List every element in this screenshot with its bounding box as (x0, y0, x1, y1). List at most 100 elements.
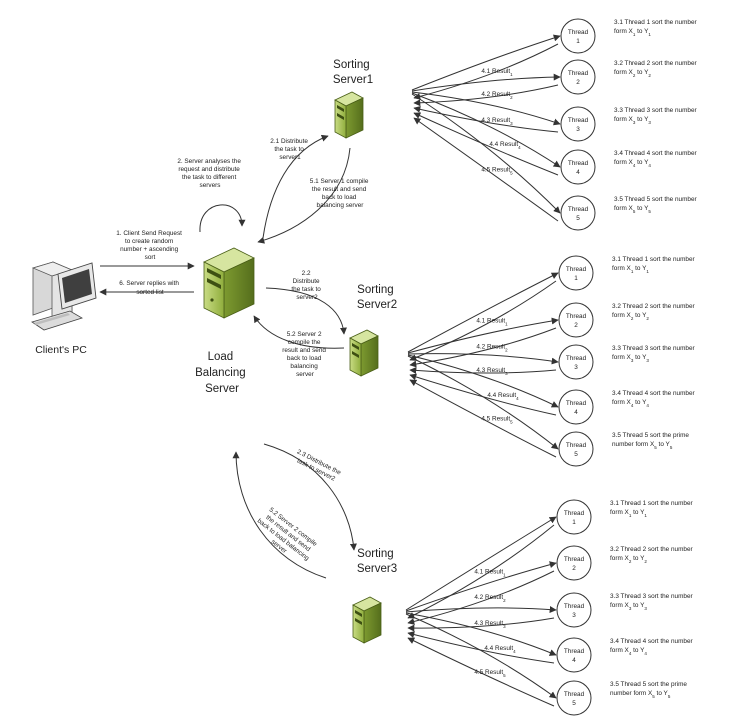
dispatch-arrow (405, 613, 557, 699)
compile-server3-label: 5.2 Server 2 compile the result and send… (251, 505, 322, 570)
result-label: 4.2 Result2 (476, 344, 508, 353)
thread-number: 4 (576, 169, 580, 176)
result-arrow (407, 524, 555, 619)
sorting-server1-icon (334, 91, 364, 139)
thread-title: Thread (568, 117, 589, 124)
thread-number: 2 (576, 79, 580, 86)
thread-title: Thread (568, 160, 589, 167)
thread-title: Thread (564, 648, 585, 655)
thread-title: Thread (566, 266, 587, 273)
thread-number: 2 (572, 565, 576, 572)
step1-label: 1. Client Send Request to create random … (116, 230, 184, 261)
thread-node: Thread 1 (556, 499, 592, 535)
result-arrow (409, 280, 557, 361)
distribute-server2-arrow (265, 287, 347, 335)
distribute-server3-label: 2.3 Distribute the task to server2 (292, 448, 343, 484)
distribute-server1-arrow (262, 134, 329, 239)
client-pc-label: Client's PC (35, 344, 87, 356)
dispatch-arrow (405, 612, 557, 656)
client-pc-icon (31, 261, 97, 331)
sorting-server1-label: Sorting Server1 (333, 59, 373, 86)
thread-circle (558, 344, 594, 380)
thread-node: Thread 4 (560, 149, 596, 185)
dispatch-arrow (411, 91, 561, 126)
thread-number: 3 (574, 364, 578, 371)
dispatch-arrow (411, 93, 561, 214)
thread-circle (556, 499, 592, 535)
dispatch-arrow (407, 354, 559, 408)
thread-circle (556, 592, 592, 628)
result-label: 4.1 Result1 (481, 68, 513, 77)
result-label: 4.3 Result3 (474, 620, 506, 629)
result-arrow (407, 570, 555, 625)
distribute-server1-label: 2.1 Distribute the task to server1 (270, 138, 309, 161)
thread-number: 3 (572, 612, 576, 619)
thread-number: 1 (576, 38, 580, 45)
thread-node: Thread 3 (558, 344, 594, 380)
thread-circle (558, 302, 594, 338)
thread-number: 5 (572, 700, 576, 707)
result-label: 4.4 Result4 (484, 645, 516, 654)
dispatch-arrow (407, 355, 559, 450)
dispatch-arrow (411, 34, 561, 91)
compile-server3-arrow (232, 451, 327, 579)
result-arrow (413, 84, 559, 107)
result-arrow (409, 366, 557, 374)
thread-node: Thread 1 (560, 18, 596, 54)
result-arrow (409, 373, 557, 416)
thread-node: Thread 3 (560, 106, 596, 142)
thread-title: Thread (566, 313, 587, 320)
thread-title: Thread (566, 442, 587, 449)
thread-node: Thread 1 (558, 255, 594, 291)
sorting-server3-label: Sorting Server3 (357, 548, 397, 575)
dispatch-arrow (411, 92, 561, 168)
thread-title: Thread (564, 603, 585, 610)
thread-title: Thread (568, 29, 589, 36)
thread-circle (558, 255, 594, 291)
result-arrow (407, 631, 555, 664)
step6-label: 6. Server replies with sorted list (119, 280, 180, 296)
thread-number: 3 (576, 126, 580, 133)
thread-title: Thread (568, 70, 589, 77)
dispatch-arrow (407, 317, 559, 354)
thread-title: Thread (568, 206, 589, 213)
thread-title: Thread (566, 355, 587, 362)
thread-title: Thread (564, 691, 585, 698)
result-arrow (409, 379, 557, 458)
result-arrow (413, 117, 559, 222)
thread-circle (556, 545, 592, 581)
thread-circle (558, 389, 594, 425)
thread-number: 1 (574, 275, 578, 282)
thread-title: Thread (564, 510, 585, 517)
result-label: 4.5 Result5 (481, 416, 513, 425)
thread-node: Thread 2 (560, 59, 596, 95)
thread-circle (560, 18, 596, 54)
result-label: 4.4 Result4 (487, 392, 519, 401)
thread-node: Thread 5 (556, 680, 592, 716)
sorting-server3-icon (352, 596, 382, 644)
thread-title: Thread (564, 556, 585, 563)
result-arrow (409, 327, 557, 368)
dispatch-arrow (405, 561, 557, 612)
result-label: 4.2 Result2 (481, 91, 513, 100)
result-arrow (413, 112, 559, 176)
result-label: 4.5 Result5 (481, 167, 513, 176)
sorting-server2-label: Sorting Server2 (357, 284, 397, 311)
dispatch-arrow (407, 353, 559, 365)
step2-label: 2. Server analyses the request and distr… (177, 158, 242, 189)
thread-number: 1 (572, 519, 576, 526)
result-arrow (407, 617, 555, 632)
